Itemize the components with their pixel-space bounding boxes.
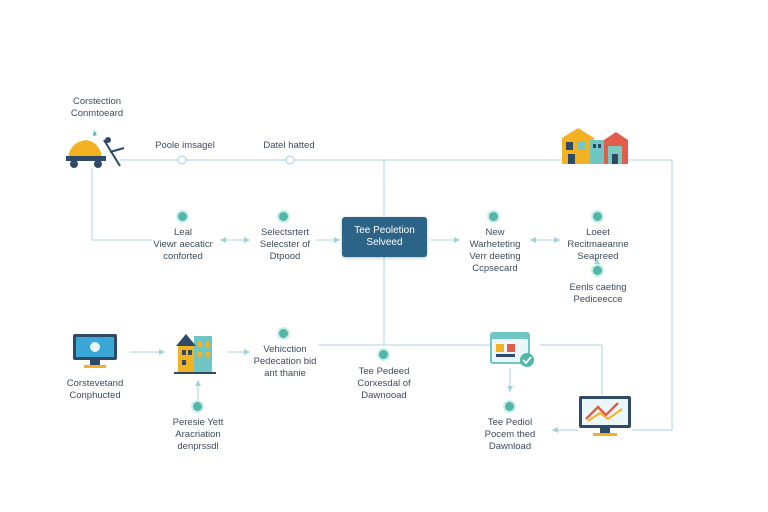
local-residential-label: Loeet Recitmaeanne Seapreed	[567, 227, 629, 262]
display-monitor-icon	[579, 396, 631, 436]
construction-label: Corstection Conmtoeard	[70, 96, 124, 119]
local-label: Leal Viewr aecaticr conforted	[153, 227, 213, 262]
computer-construct-label: Corstevetand Conphucted	[66, 378, 124, 401]
remote-data-label: Peresie Yett Aracriation denprssdl	[172, 417, 224, 452]
period-download-label: Tee Pedeed Corxesdal of Dawnooad	[357, 366, 411, 401]
node-dot-local-residential	[593, 212, 602, 221]
node-dot-remote	[193, 402, 202, 411]
node-dot-vehicle	[279, 329, 288, 338]
pedestrian-usage-label: Poole imsagel	[155, 140, 215, 151]
node-dot-period	[379, 350, 388, 359]
node-dot-new	[489, 212, 498, 221]
houses-icon	[562, 128, 628, 164]
early-pedicence-label: Eenls caeting Pediceecce	[569, 282, 627, 305]
construction-worker-icon	[66, 130, 125, 168]
new-warehousing-label: New Warheteting Verr deeting Ccpsecard	[469, 227, 521, 274]
node-dot-selection	[279, 212, 288, 221]
dashboard-icon	[490, 332, 534, 367]
center-box[interactable]: Tee Peoletion Selveed	[342, 217, 427, 257]
computer-monitor-icon	[73, 334, 117, 368]
final-download-label: Tee Pediol Pocem thed Dawnload	[484, 417, 536, 452]
node-dot-final	[505, 402, 514, 411]
selection-label: Selectsrtert Selecster of Dtpood	[259, 227, 311, 262]
node-dot-early	[593, 266, 602, 275]
building-icon	[174, 334, 216, 374]
data-hatted-label: Datel hatted	[263, 140, 315, 151]
node-dot-local	[178, 212, 187, 221]
vehicle-production-label: Vehicction Pedecation bid ant thanie	[253, 344, 317, 379]
